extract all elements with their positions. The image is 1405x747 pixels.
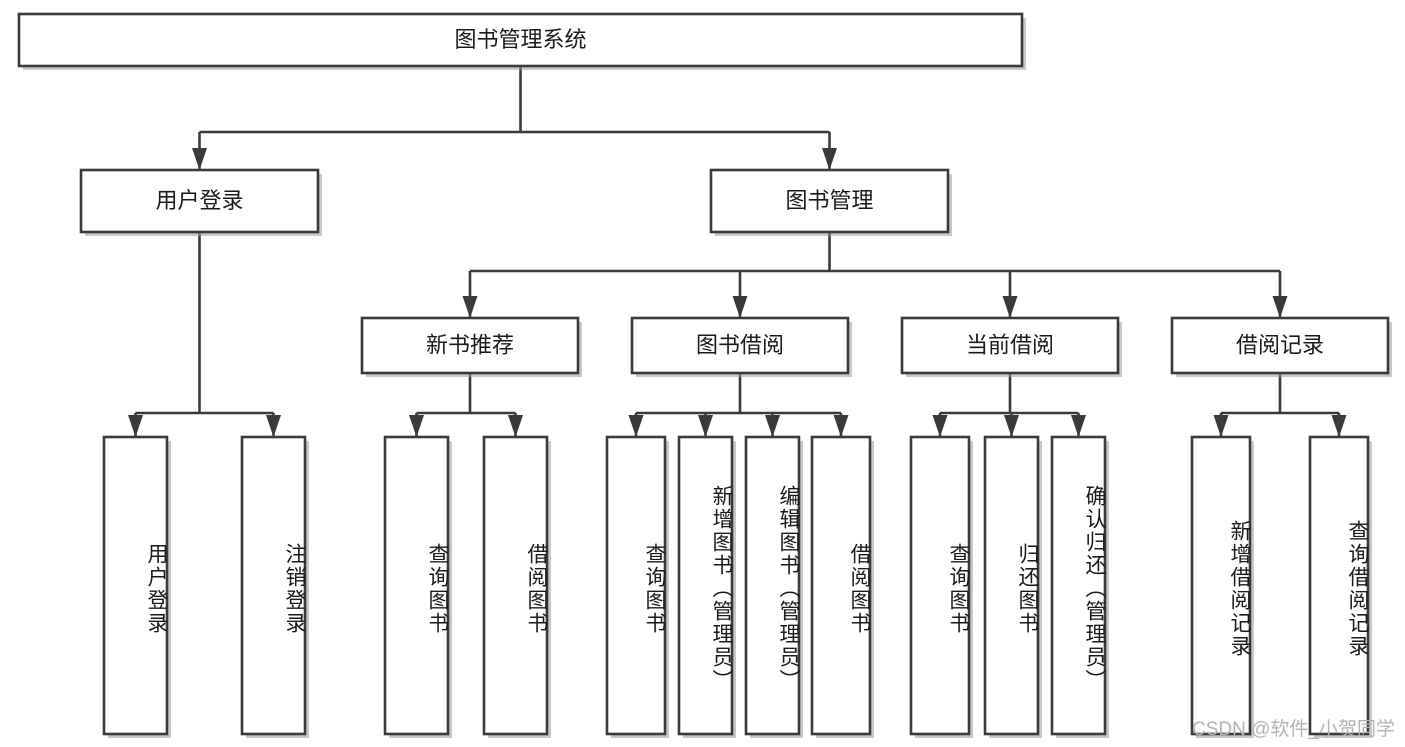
- node-box-leaf-user-login[interactable]: [102, 435, 169, 736]
- arrow-head: [1004, 415, 1019, 437]
- node-box-leaf-user-logout[interactable]: [240, 435, 307, 736]
- node-box-book-manage[interactable]: [709, 168, 950, 234]
- arrow-head: [1331, 415, 1347, 437]
- arrow-head: [1071, 415, 1086, 437]
- node-label-book-manage: 图书管理: [785, 188, 873, 213]
- node-box-leaf-query-book-cur[interactable]: [909, 435, 971, 736]
- node-box-new-book-rec[interactable]: [360, 316, 580, 375]
- arrow-head: [765, 415, 780, 437]
- node-box-leaf-borrow-book[interactable]: [810, 435, 872, 736]
- node-label-borrow-record: 借阅记录: [1236, 332, 1324, 357]
- node-box-root[interactable]: [17, 12, 1024, 68]
- node-boxes: [17, 12, 1392, 738]
- arrow-head: [822, 148, 837, 170]
- node-box-borrow-record[interactable]: [1170, 316, 1390, 375]
- node-box-leaf-query-book-borrow[interactable]: [605, 435, 667, 736]
- watermark: CSDN @软件_小贺同学: [1192, 719, 1395, 740]
- arrow-head: [462, 296, 478, 318]
- arrow-head: [1002, 296, 1018, 318]
- node-box-leaf-query-record[interactable]: [1308, 435, 1370, 736]
- arrow-head: [628, 415, 644, 437]
- node-box-leaf-confirm-return[interactable]: [1050, 435, 1107, 736]
- arrow-head: [932, 415, 948, 437]
- node-label-book-borrow: 图书借阅: [696, 332, 784, 357]
- arrow-head: [192, 148, 207, 170]
- node-box-leaf-borrow-book-rec[interactable]: [482, 435, 549, 736]
- arrow-head: [508, 415, 523, 437]
- node-label-current-borrow: 当前借阅: [966, 332, 1054, 357]
- arrow-head: [266, 415, 281, 437]
- connector-lines: [128, 66, 1347, 437]
- node-box-leaf-add-book[interactable]: [677, 435, 734, 736]
- arrow-head: [833, 415, 849, 437]
- node-label-new-book-rec: 新书推荐: [426, 332, 514, 357]
- arrow-head: [1213, 415, 1229, 437]
- arrow-head: [1272, 296, 1288, 318]
- node-box-leaf-edit-book[interactable]: [744, 435, 801, 736]
- node-box-user-login[interactable]: [79, 168, 320, 234]
- arrow-head: [732, 296, 748, 318]
- node-label-user-login: 用户登录: [155, 188, 243, 213]
- node-box-current-borrow[interactable]: [900, 316, 1120, 375]
- node-box-leaf-return-book[interactable]: [983, 435, 1040, 736]
- node-box-leaf-query-book-rec[interactable]: [383, 435, 450, 736]
- arrow-head: [409, 415, 424, 437]
- arrow-head: [128, 415, 143, 437]
- node-label-root: 图书管理系统: [454, 27, 586, 52]
- node-box-leaf-add-record[interactable]: [1190, 435, 1252, 736]
- arrow-head: [698, 415, 713, 437]
- node-box-book-borrow[interactable]: [630, 316, 850, 375]
